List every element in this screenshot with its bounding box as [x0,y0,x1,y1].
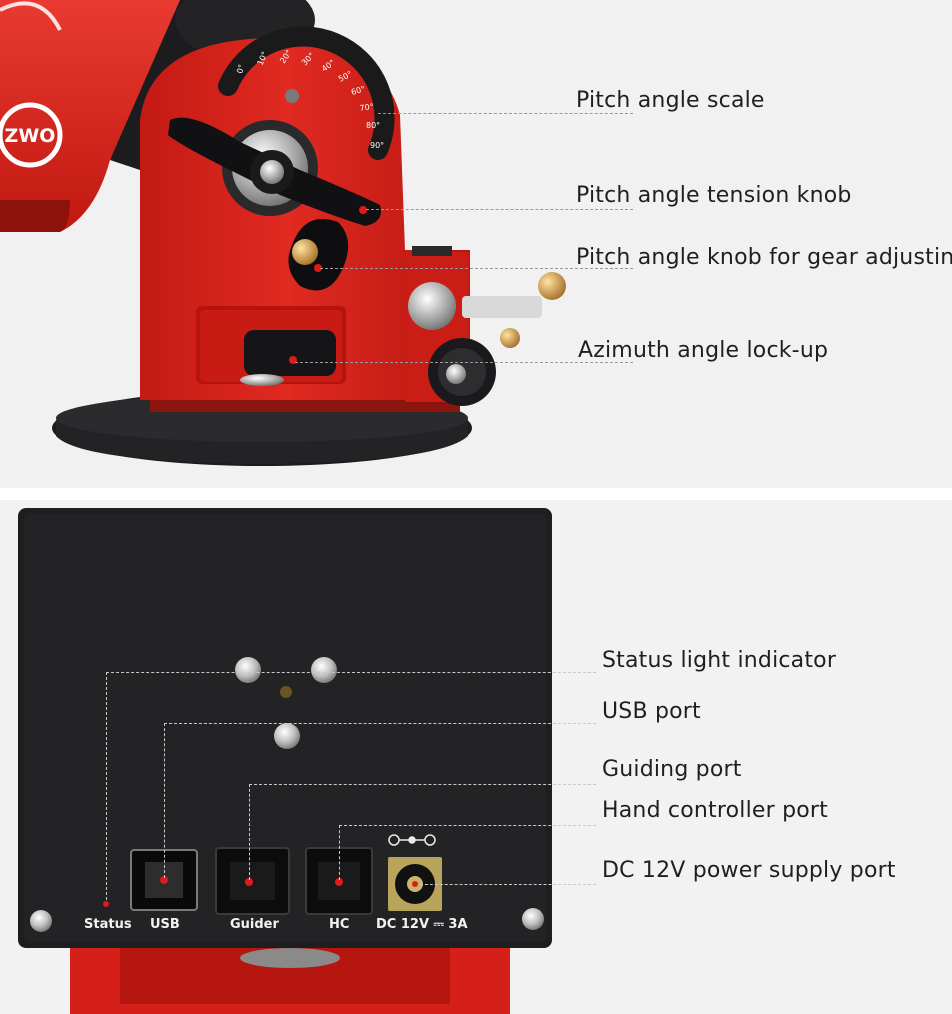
port-label-usb: USB [150,917,180,932]
leader-pitch-scale [378,113,633,114]
azimuth-knob [428,338,496,406]
svg-text:0°: 0° [235,63,246,74]
port-label-guider: Guider [230,917,279,932]
port-label-status: Status [84,917,132,932]
vleader-usb [164,723,165,878]
callout-hand-controller-port: Hand controller port [602,798,828,823]
leader-dc [420,884,596,885]
callout-azimuth-lock: Azimuth angle lock-up [578,338,829,363]
port-label-dc: DC 12V ⎓ 3A [376,917,468,932]
vleader-guider [249,784,250,880]
vleader-hc [339,825,340,880]
panel-divider [0,488,952,500]
svg-text:80°: 80° [366,121,380,130]
callout-dc-power-port: DC 12V power supply port [602,858,896,883]
leader-hc [339,825,596,826]
leader-usb [164,723,596,724]
callout-usb-port: USB port [602,699,701,724]
port-label-hc: HC [329,917,350,932]
tension-knob [168,117,381,226]
leader-azimuth [295,362,633,363]
vleader-status [106,672,107,900]
callout-pitch-angle-gear-knob: Pitch angle knob for gear adjusting [576,245,952,270]
mount-rear-panel-photo [18,508,552,1014]
callout-guiding-port: Guiding port [602,757,742,782]
dec-arm [0,0,185,232]
mount-side-view-panel: ZWO 0° 10° 20° 30° 40° 50° 60° 70° 80° 9… [0,0,952,488]
leader-status [106,672,596,673]
callout-pitch-angle-scale: Pitch angle scale [576,88,765,113]
leader-pitch-tension [366,209,633,210]
svg-text:90°: 90° [370,141,384,150]
zwo-logo: ZWO [0,102,63,168]
callout-pitch-angle-tension-knob: Pitch angle tension knob [576,183,852,208]
mount-rear-panel-view: Status light indicator USB port Guiding … [0,500,952,1014]
mount-side-view-photo: ZWO 0° 10° 20° 30° 40° 50° 60° 70° 80° 9… [0,0,566,466]
svg-text:ZWO: ZWO [5,125,56,147]
leader-guider [249,784,596,785]
svg-text:60°: 60° [350,84,366,97]
svg-text:70°: 70° [359,102,374,113]
leader-pitch-gear [320,268,633,269]
callout-status-light: Status light indicator [602,648,837,673]
